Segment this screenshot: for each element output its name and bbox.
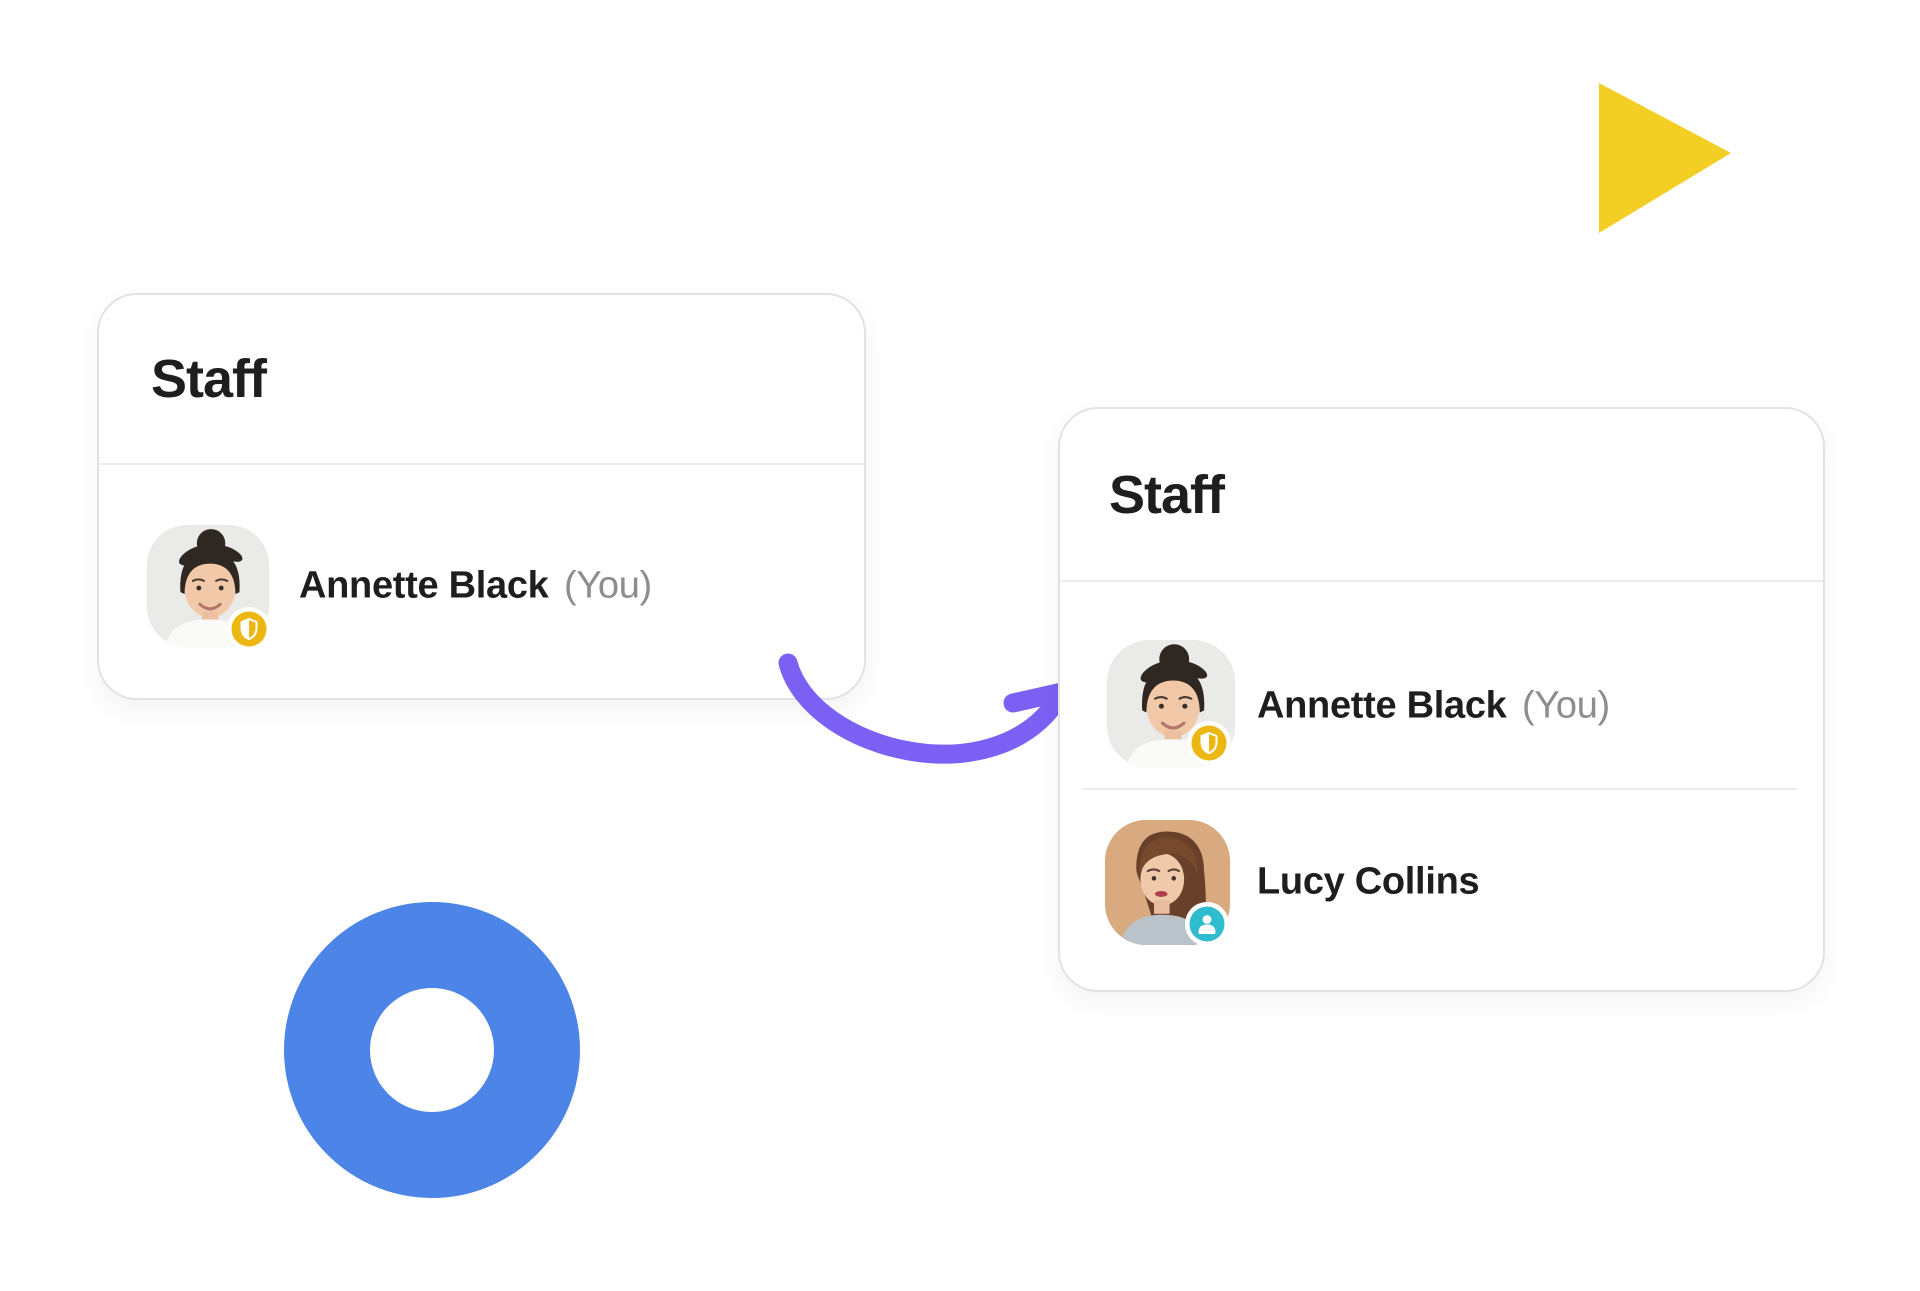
card-title: Staff xyxy=(1109,464,1225,525)
staff-list-item-annette[interactable]: Annette Black (You) xyxy=(1060,582,1823,788)
admin-shield-badge xyxy=(227,607,271,651)
shield-icon xyxy=(1200,732,1218,754)
person-icon xyxy=(1198,915,1216,934)
blue-donut-decoration xyxy=(284,902,580,1198)
admin-shield-badge xyxy=(1187,721,1231,765)
member-name-line: Lucy Collins xyxy=(1257,861,1490,904)
card-header: Staff xyxy=(99,295,864,465)
card-title: Staff xyxy=(151,349,267,409)
member-name-line: Annette Black (You) xyxy=(299,565,652,608)
member-name-line: Annette Black (You) xyxy=(1257,685,1610,728)
member-you-suffix: (You) xyxy=(1521,684,1610,727)
member-you-suffix: (You) xyxy=(563,564,652,607)
member-badge xyxy=(1185,902,1229,946)
purple-arrow xyxy=(778,653,1083,764)
card-header: Staff xyxy=(1060,409,1823,582)
avatar-annette-black xyxy=(147,525,271,651)
member-name: Annette Black xyxy=(1257,684,1507,727)
staff-card-after: Staff xyxy=(1058,407,1825,992)
shield-icon xyxy=(240,618,258,640)
member-name: Annette Black xyxy=(299,564,549,607)
avatar-lucy-collins xyxy=(1105,820,1230,946)
staff-list-item-lucy[interactable]: Lucy Collins xyxy=(1060,790,1823,992)
member-name: Lucy Collins xyxy=(1257,860,1480,903)
annette-portrait-image xyxy=(147,525,269,647)
staff-card-before: Staff xyxy=(97,293,866,700)
row-divider xyxy=(1082,788,1797,790)
avatar-annette-black xyxy=(1107,640,1235,768)
yellow-triangle-decoration xyxy=(1599,83,1731,233)
staff-list-item-annette[interactable]: Annette Black (You) xyxy=(99,465,864,700)
